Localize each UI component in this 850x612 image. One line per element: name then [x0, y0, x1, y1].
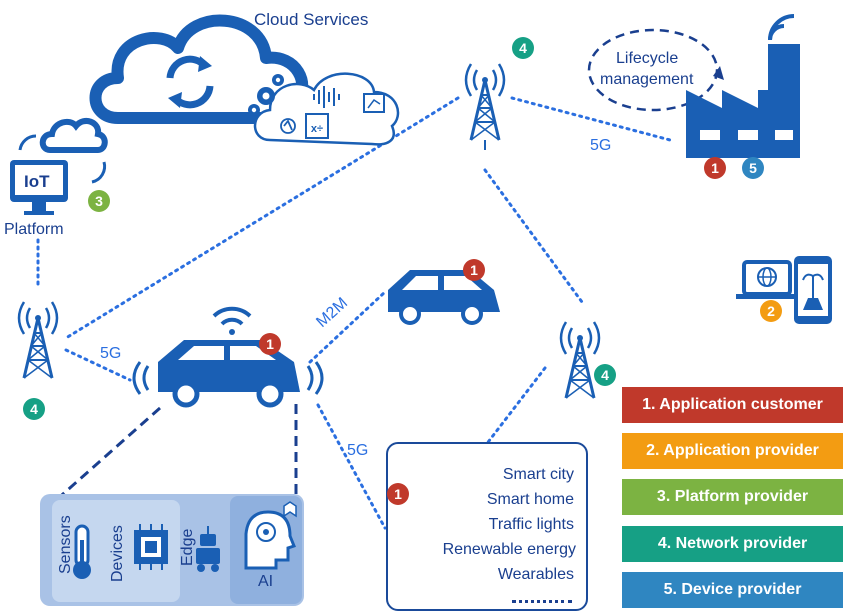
label-devices: Devices — [109, 525, 126, 582]
badge-tower-top: 4 — [512, 37, 534, 59]
link-tower-left-car — [64, 348, 132, 382]
badge-apps: 1 — [387, 483, 409, 505]
app-item-smart-home: Smart home — [486, 491, 574, 508]
link-label-5g-left: 5G — [100, 345, 121, 362]
badge-car-main: 1 — [259, 333, 281, 355]
app-device-icon — [736, 256, 832, 324]
badge-tower-right: 4 — [594, 364, 616, 386]
legend-application-customer: 1. Application customer — [622, 387, 843, 423]
link-car-apps — [316, 403, 387, 530]
badge-tower-left: 4 — [23, 398, 45, 420]
link-car-edge-left — [53, 406, 161, 504]
label-sensors: Sensors — [57, 515, 74, 574]
lifecycle-cycle-icon — [587, 28, 719, 112]
chip-icon — [134, 524, 168, 570]
badge-phone: 2 — [760, 300, 782, 322]
math-formula-icon: x÷ — [305, 113, 329, 139]
tower-top-icon — [464, 62, 506, 142]
tower-right-icon — [559, 320, 601, 400]
platform-label: Platform — [4, 221, 64, 238]
link-label-m2m: M2M — [313, 295, 351, 331]
legend-network-provider: 4. Network provider — [622, 526, 843, 562]
badge-factory-device-provider: 5 — [742, 157, 764, 179]
badge-platform: 3 — [88, 190, 110, 212]
ai-head-icon — [244, 510, 296, 570]
badge-factory-customer: 1 — [704, 157, 726, 179]
app-item-smart-city: Smart city — [502, 466, 574, 483]
apps-more-dots — [512, 600, 572, 603]
car-signal-right-icon — [306, 361, 324, 395]
applications-box: Smart city Smart home Traffic lights Ren… — [386, 442, 588, 611]
link-tower-top-right — [483, 168, 584, 304]
link-tower-top-factory — [510, 96, 672, 142]
waveform-icon — [313, 86, 340, 108]
link-label-5g-factory: 5G — [590, 137, 611, 154]
map-pin-icon — [283, 501, 297, 518]
factory-icon — [686, 44, 800, 158]
iot-label: IoT — [24, 172, 50, 191]
legend-device-provider: 5. Device provider — [622, 572, 843, 608]
app-item-wearables: Wearables — [497, 566, 574, 583]
factory — [587, 14, 800, 158]
tower-left-icon — [17, 300, 59, 380]
svg-text:x÷: x÷ — [311, 123, 323, 135]
analytics-icon — [363, 93, 385, 113]
edge-panel — [40, 494, 304, 606]
app-item-traffic-lights: Traffic lights — [488, 516, 574, 533]
chart-scan-icon — [280, 118, 296, 134]
link-car-smallcar — [308, 290, 387, 364]
gears-icon — [248, 74, 284, 116]
car-signal-left-icon — [132, 361, 150, 395]
label-ai: AI — [258, 573, 273, 590]
robot-icon — [196, 526, 220, 572]
platform-cloud-icon — [39, 117, 108, 153]
legend-application-provider: 2. Application provider — [622, 433, 843, 469]
legend-platform-provider: 3. Platform provider — [622, 479, 843, 515]
lifecycle-label-line1: Lifecycle — [616, 50, 678, 67]
label-edge: Edge — [179, 529, 196, 566]
factory-wifi-icon — [768, 14, 795, 41]
car-small — [388, 270, 500, 325]
link-tower-right-apps — [480, 366, 547, 452]
app-item-renewable-energy: Renewable energy — [442, 541, 576, 558]
car-main — [132, 306, 324, 408]
lifecycle-label-line2: management — [600, 71, 694, 88]
badge-car-small: 1 — [463, 259, 485, 281]
cloud-services: x÷ — [89, 14, 400, 146]
cloud-services-title: Cloud Services — [254, 10, 368, 29]
link-label-5g-bottom: 5G — [347, 442, 368, 459]
car-wifi-icon — [212, 306, 252, 326]
iot-platform — [10, 117, 108, 215]
